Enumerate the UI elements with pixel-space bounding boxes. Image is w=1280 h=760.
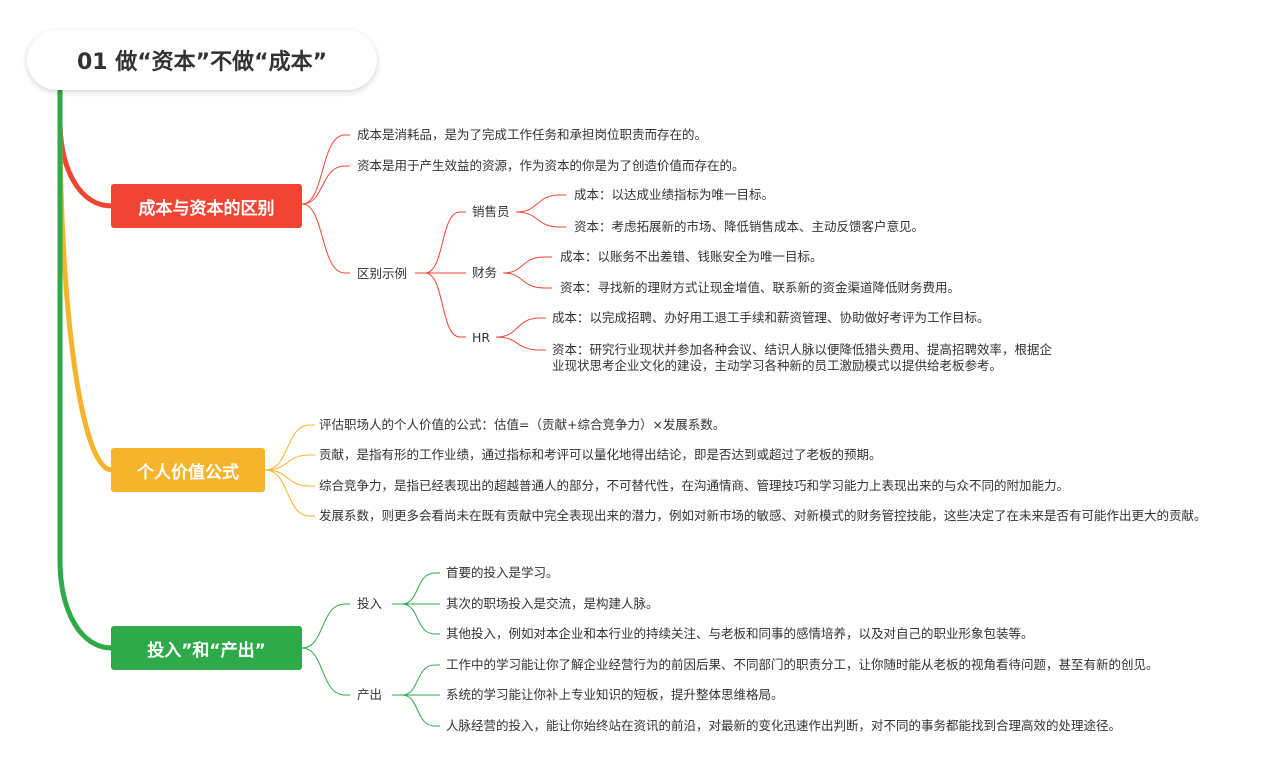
branch-label: 个人价值公式 xyxy=(137,462,239,483)
branch-cost-vs-capital[interactable]: 成本与资本的区别 xyxy=(111,184,302,228)
branch-input-output[interactable]: 投入”和“产出” xyxy=(111,626,302,670)
topic-input-networking[interactable]: 其次的职场投入是交流，是构建人脉。 xyxy=(446,596,659,611)
topic-output-networking[interactable]: 人脉经营的投入，能让你始终站在资讯的前沿，对最新的变化迅速作出判断，对不同的事务… xyxy=(446,718,1122,733)
branch-personal-value-formula[interactable]: 个人价值公式 xyxy=(111,448,265,492)
topic-salesperson-capital[interactable]: 资本：考虑拓展新的市场、降低销售成本、主动反馈客户意见。 xyxy=(574,219,925,234)
topic-output-work-learning[interactable]: 工作中的学习能让你了解企业经营行为的前因后果、不同部门的职责分工，让你随时能从老… xyxy=(446,657,1159,672)
topic-hr-capital[interactable]: 资本：研究行业现状并参加各种会议、结识人脉以便降低猎头费用、提高招聘效率，根据企… xyxy=(552,342,1053,373)
topic-contribution[interactable]: 贡献，是指有形的工作业绩，通过指标和考评可以量化地得出结论，即是否达到或超过了老… xyxy=(319,447,882,462)
topic-finance-cost[interactable]: 成本：以账务不出差错、钱账安全为唯一目标。 xyxy=(560,249,823,264)
topic-value-formula[interactable]: 评估职场人的个人价值的公式：估值=（贡献+综合竞争力）×发展系数。 xyxy=(319,417,726,432)
branch-label: 投入”和“产出” xyxy=(147,640,266,661)
topic-input-other[interactable]: 其他投入，例如对本企业和本行业的持续关注、与老板和同事的感情培养，以及对自己的职… xyxy=(446,626,1034,641)
topic-input-learning[interactable]: 首要的投入是学习。 xyxy=(446,565,559,580)
topic-finance[interactable]: 财务 xyxy=(472,265,498,280)
topic-finance-capital[interactable]: 资本：寻找新的理财方式让现金增值、联系新的资金渠道降低财务费用。 xyxy=(560,280,961,295)
topic-output[interactable]: 产出 xyxy=(357,687,383,702)
topic-examples[interactable]: 区别示例 xyxy=(357,266,408,281)
topic-competitiveness[interactable]: 综合竞争力，是指已经表现出的超越普通人的部分，不可替代性，在沟通情商、管理技巧和… xyxy=(319,478,1070,493)
topic-salesperson-cost[interactable]: 成本：以达成业绩指标为唯一目标。 xyxy=(574,187,775,202)
topic-output-system-learning[interactable]: 系统的学习能让你补上专业知识的短板，提升整体思维格局。 xyxy=(446,687,784,702)
topic-input[interactable]: 投入 xyxy=(357,596,383,611)
topic-growth-factor[interactable]: 发展系数，则更多会看尚未在既有贡献中完全表现出来的潜力，例如对新市场的敏感、对新… xyxy=(319,508,1207,523)
topic-capital-definition[interactable]: 资本是用于产生效益的资源，作为资本的你是为了创造价值而存在的。 xyxy=(357,158,745,173)
topic-cost-definition[interactable]: 成本是消耗品，是为了完成工作任务和承担岗位职责而存在的。 xyxy=(357,127,708,142)
topic-salesperson[interactable]: 销售员 xyxy=(472,204,510,219)
root-title: 01 做“资本”不做“成本” xyxy=(76,50,328,75)
root-topic[interactable]: 01 做“资本”不做“成本” xyxy=(27,30,377,90)
topic-hr[interactable]: HR xyxy=(472,330,491,345)
topic-hr-cost[interactable]: 成本：以完成招聘、办好用工退工手续和薪资管理、协助做好考评为工作目标。 xyxy=(552,310,990,325)
branch-label: 成本与资本的区别 xyxy=(138,198,275,219)
